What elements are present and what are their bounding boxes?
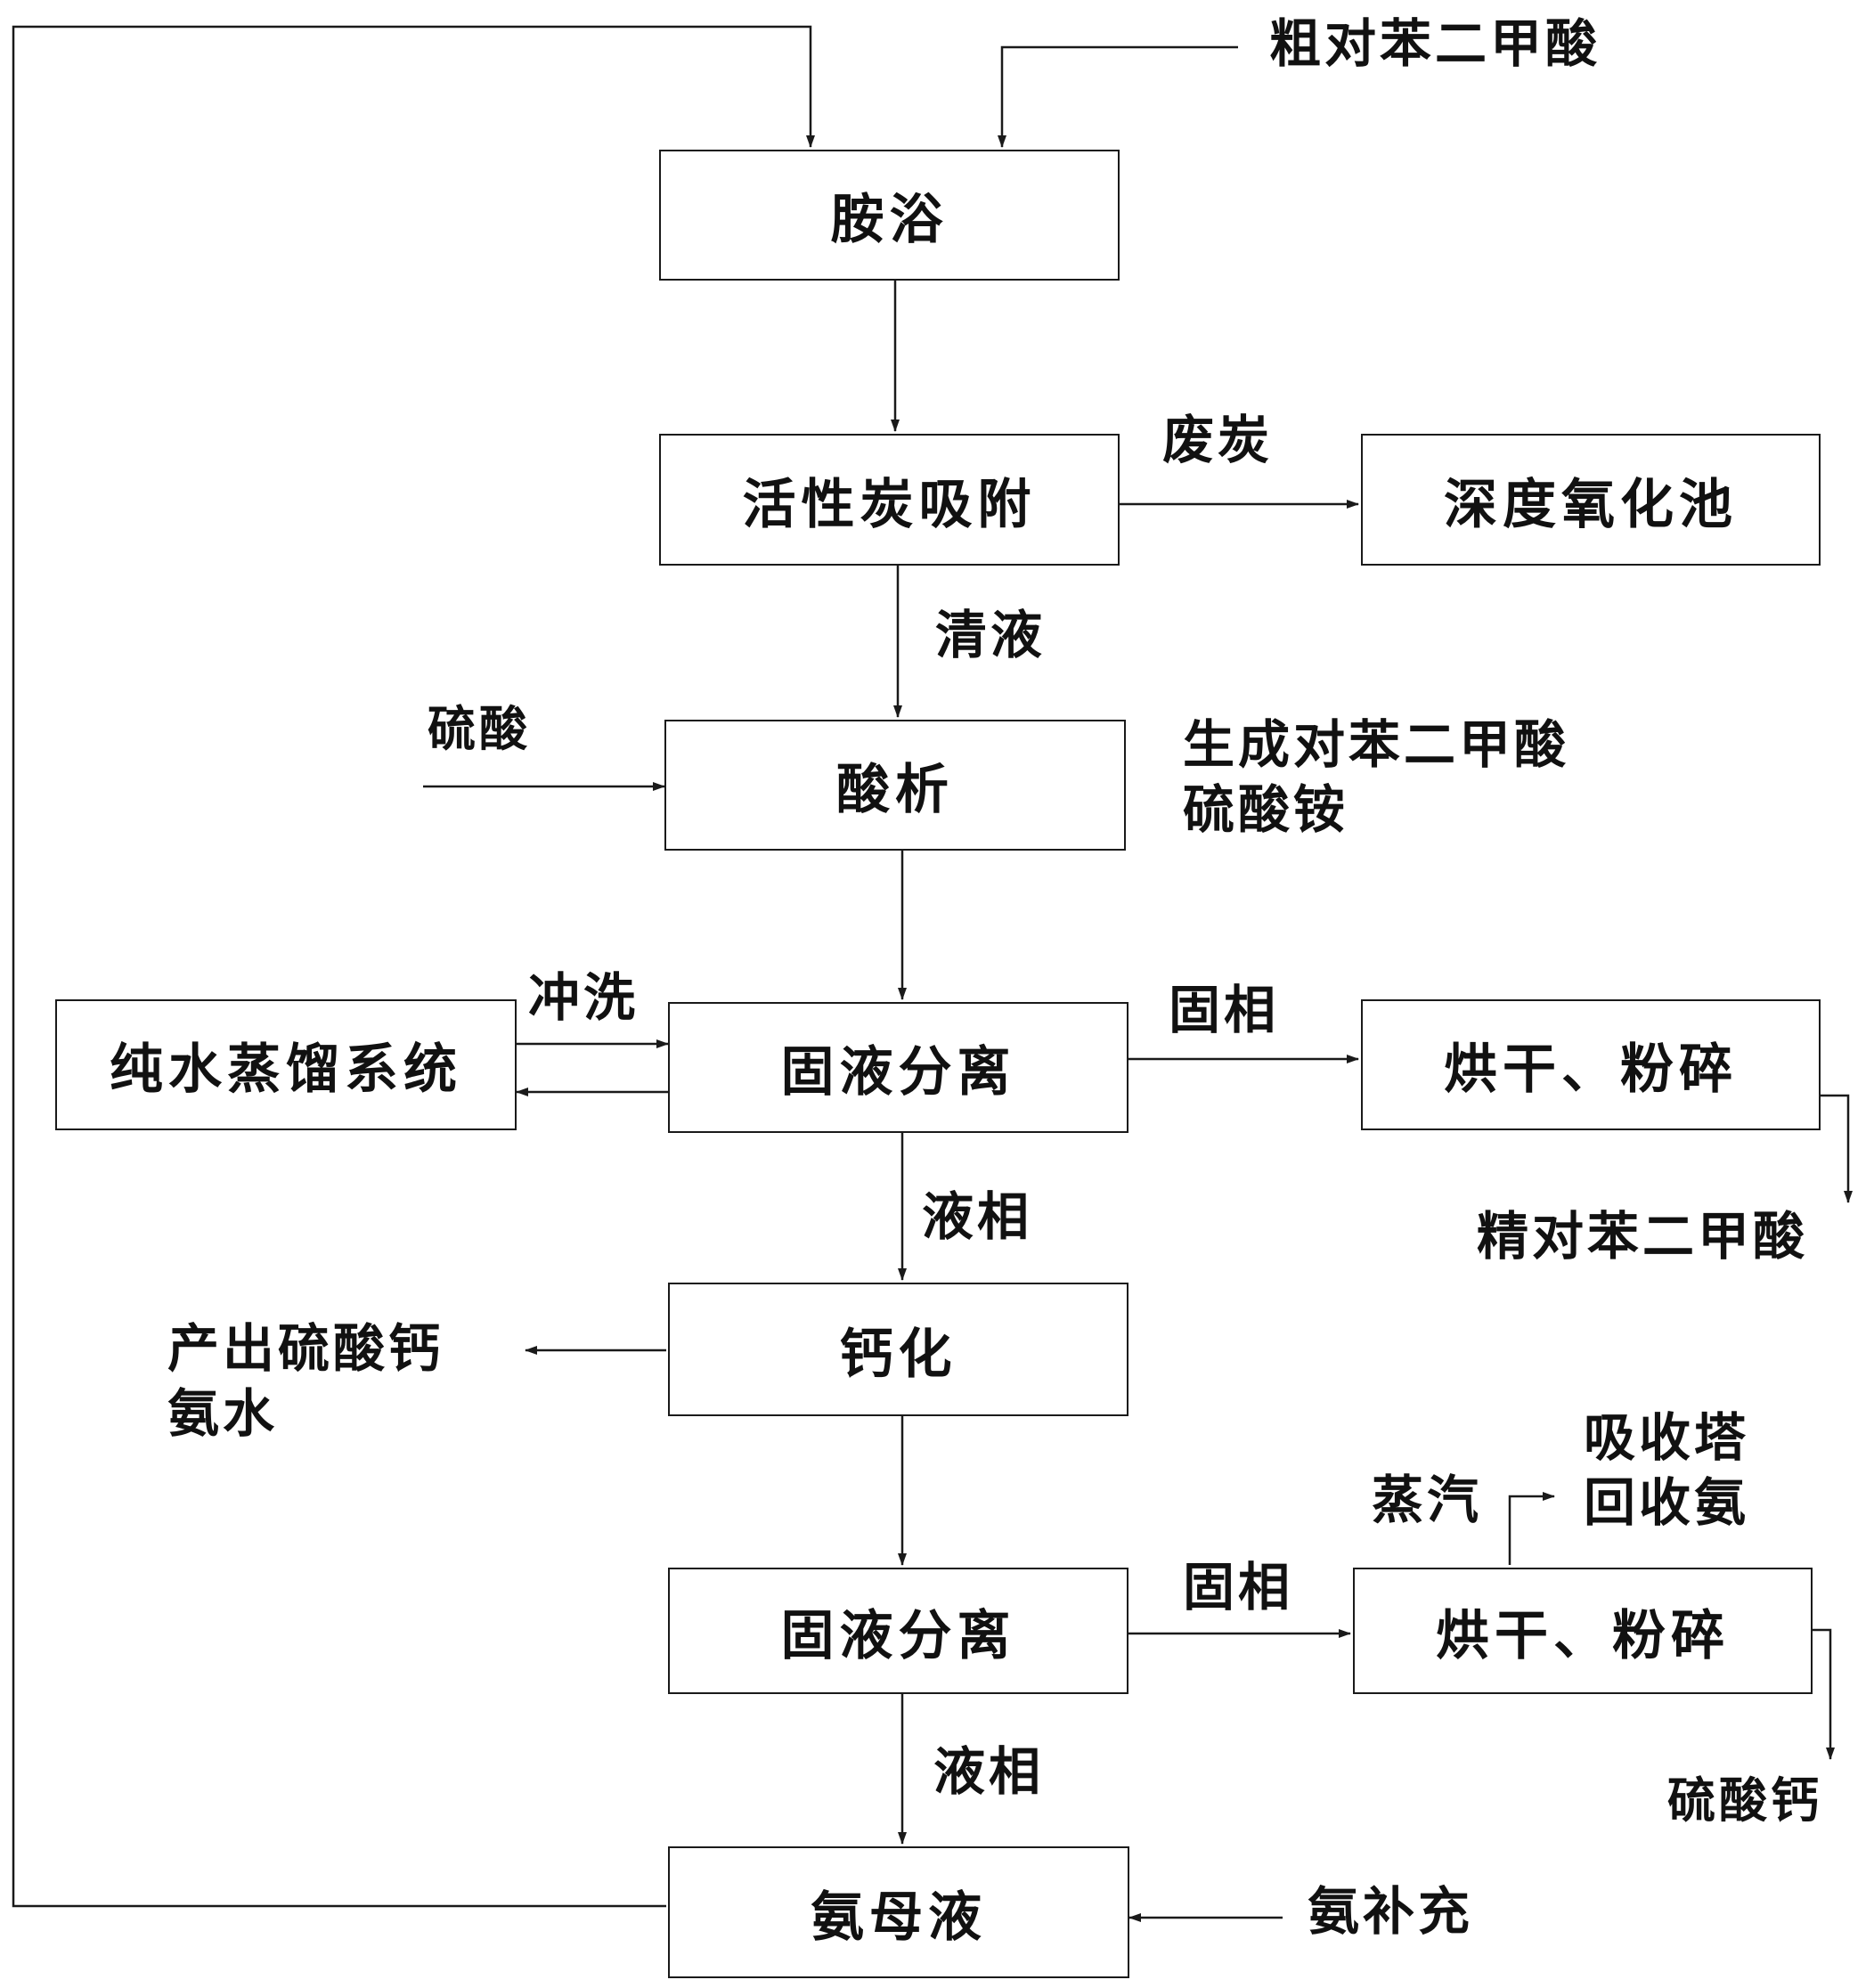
output-line-1: 产出硫酸钙 (167, 1318, 444, 1379)
acid-precipitation-box: 酸析 (664, 720, 1126, 851)
amine-bath-box: 胺浴 (659, 150, 1120, 281)
rinse-label: 冲洗 (528, 967, 640, 1028)
clear-liquid-label: 清液 (935, 605, 1047, 665)
product-line-1: 生成对苯二甲酸 (1183, 714, 1570, 775)
solid-phase-1-label: 固相 (1169, 980, 1280, 1040)
crude-pta-label: 粗对苯二甲酸 (1269, 13, 1601, 74)
calcification-box: 钙化 (668, 1283, 1128, 1416)
pure-water-system-box: 纯水蒸馏系统 (55, 999, 517, 1130)
ammonia-mother-liquor-box: 氨母液 (668, 1846, 1129, 1978)
steam-label: 蒸汽 (1372, 1470, 1483, 1530)
refined-pta-label: 精对苯二甲酸 (1477, 1206, 1809, 1267)
solid-liquid-separation-2-box: 固液分离 (668, 1568, 1128, 1694)
output-label: 产出硫酸钙 氨水 (167, 1316, 444, 1446)
sulfuric-acid-label: 硫酸 (428, 701, 531, 757)
deep-oxidation-box: 深度氧化池 (1361, 434, 1821, 566)
calcium-sulfate-label: 硫酸钙 (1667, 1772, 1822, 1829)
product-line-2: 硫酸铵 (1183, 778, 1349, 840)
liquid-phase-1-label: 液相 (922, 1186, 1033, 1247)
absorption-line-1: 吸收塔 (1584, 1407, 1750, 1468)
solid-phase-2-label: 固相 (1183, 1557, 1294, 1617)
liquid-phase-2-label: 液相 (933, 1741, 1045, 1802)
solid-liquid-separation-1-box: 固液分离 (668, 1002, 1128, 1133)
ammonia-supplement-label: 氨补充 (1308, 1881, 1474, 1942)
absorption-line-2: 回收氨 (1584, 1471, 1750, 1533)
crude-feed-line (998, 45, 1238, 148)
dry-crush-1-box: 烘干、粉碎 (1361, 999, 1821, 1130)
recycle-line (12, 25, 815, 1908)
activated-carbon-box: 活性炭吸附 (659, 434, 1120, 566)
output-line-2: 氨水 (167, 1382, 279, 1444)
product-label: 生成对苯二甲酸 硫酸铵 (1183, 713, 1569, 842)
dry-crush-2-box: 烘干、粉碎 (1353, 1568, 1813, 1694)
waste-carbon-label: 废炭 (1162, 410, 1274, 470)
absorption-label: 吸收塔 回收氨 (1584, 1405, 1749, 1535)
